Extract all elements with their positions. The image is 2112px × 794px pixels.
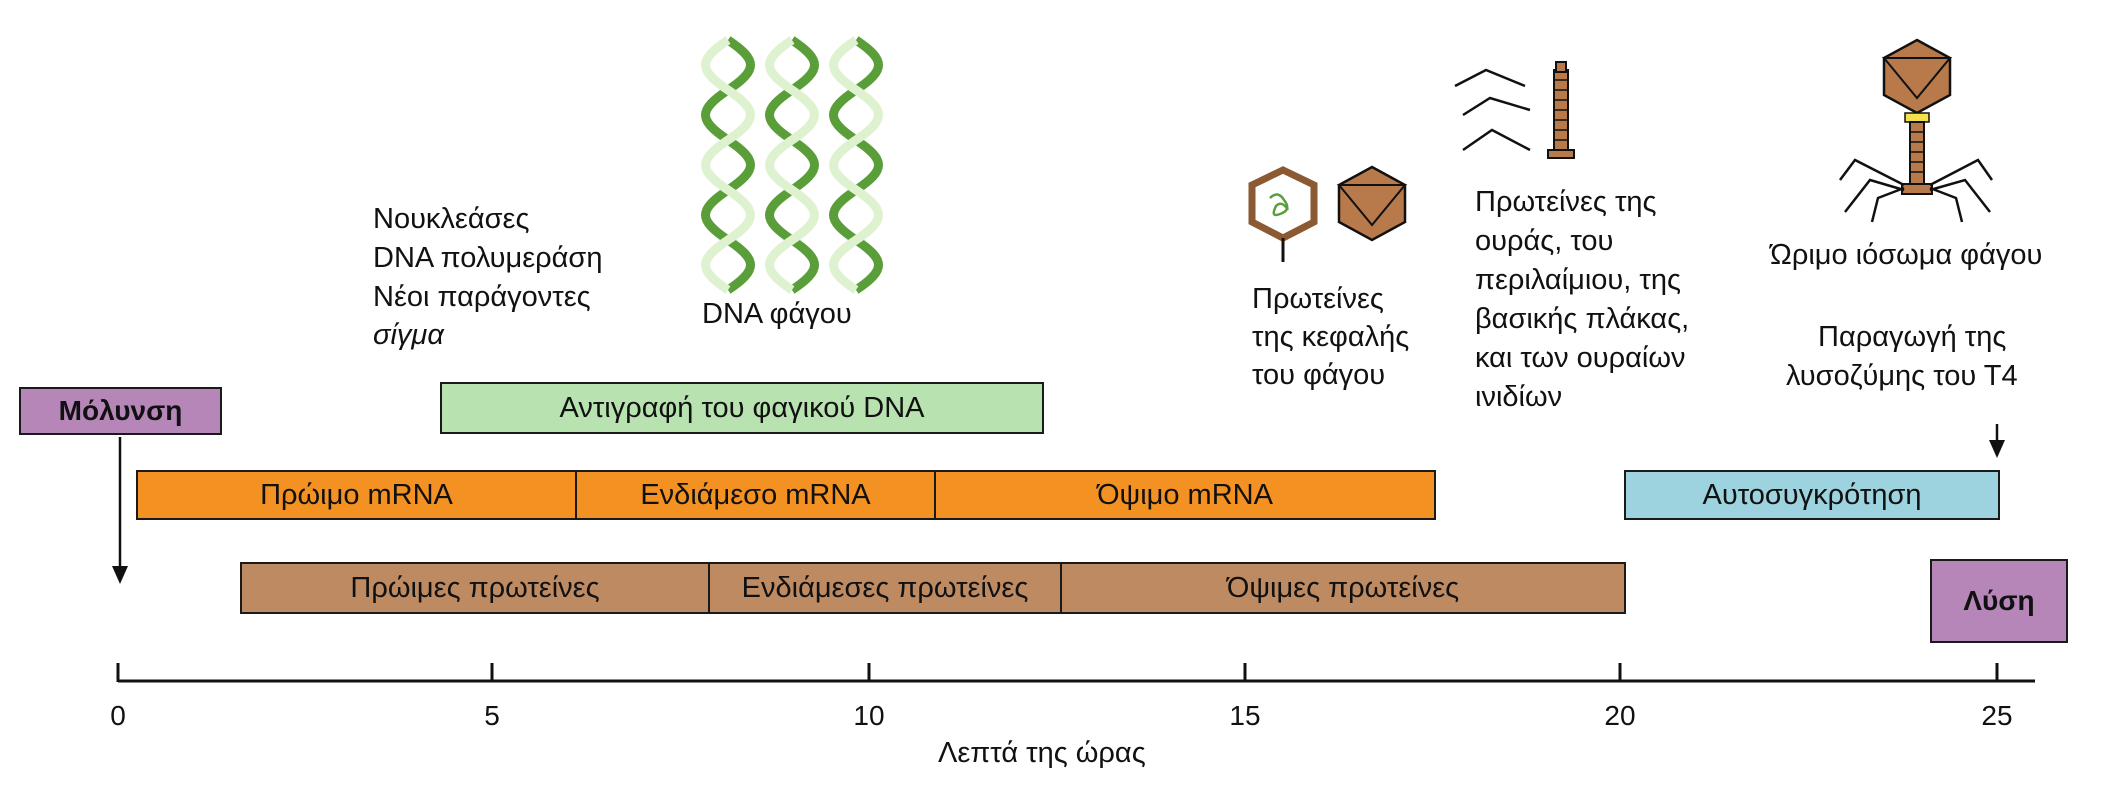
dna-replication-bar: Αντιγραφή του φαγικού DNA	[440, 382, 1044, 434]
tail-proteins-line-3: περιλαίμιου, της	[1475, 264, 1681, 296]
dna-helix-icon	[701, 36, 883, 294]
tick-label-5: 5	[484, 700, 500, 731]
tick-label-25: 25	[1981, 700, 2013, 731]
dna-replication-label: Αντιγραφή του φαγικού DNA	[559, 391, 925, 424]
head-proteins-line-1: Πρωτείνες	[1252, 283, 1384, 315]
dna-helix-2	[765, 36, 819, 294]
infection-box: Μόλυνση	[19, 387, 222, 435]
phage-dna-label: DNA φάγου	[702, 298, 852, 330]
late-proteins-label: Όψιμες πρωτείνες	[1226, 571, 1460, 604]
tick-label-15: 15	[1229, 700, 1261, 731]
early-mrna-bar: Πρώιμο mRNA	[136, 470, 577, 520]
tail-fibers-icon	[1454, 68, 1531, 152]
late-proteins-bar: Όψιμες πρωτείνες	[1060, 562, 1626, 614]
phage-capsid-icon	[1336, 165, 1408, 242]
middle-mrna-label: Ενδιάμεσο mRNA	[640, 478, 871, 511]
dna-helix-3	[829, 36, 883, 294]
time-axis	[116, 663, 2035, 683]
assembly-bar: Αυτοσυγκρότηση	[1624, 470, 2000, 520]
head-proteins-line-2: της κεφαλής	[1252, 321, 1410, 353]
early-proteins-bar: Πρώιμες πρωτείνες	[240, 562, 710, 614]
head-proteins-line-3: του φάγου	[1252, 359, 1386, 391]
lysis-box: Λύση	[1930, 559, 2068, 643]
early-proteins-label: Πρώιμες πρωτείνες	[350, 571, 600, 604]
late-mrna-label: Όψιμο mRNA	[1097, 478, 1273, 511]
early-mrna-label: Πρώιμο mRNA	[260, 478, 453, 511]
late-mrna-bar: Όψιμο mRNA	[934, 470, 1436, 520]
lysozyme-arrow	[1989, 424, 2005, 458]
phage-tail-icon	[1547, 61, 1575, 159]
lysozyme-line-2: λυσοζύμης του Τ4	[1786, 360, 2018, 392]
tail-proteins-line-5: και των ουραίων	[1475, 342, 1686, 374]
tail-proteins-line-6: ινιδίων	[1475, 381, 1563, 413]
tail-proteins-line-4: βασικής πλάκας,	[1475, 303, 1690, 335]
tick-label-10: 10	[853, 700, 885, 731]
enzyme-line-1: Νουκλεάσες	[373, 203, 530, 235]
lysis-label: Λύση	[1963, 585, 2035, 616]
enzyme-line-3: Νέοι παράγοντες	[373, 281, 591, 313]
dna-helix-1	[701, 36, 755, 294]
tail-proteins-line-2: ουράς, του	[1475, 225, 1614, 257]
middle-mrna-bar: Ενδιάμεσο mRNA	[575, 470, 936, 520]
middle-proteins-label: Ενδιάμεσες πρωτείνες	[741, 571, 1029, 604]
enzyme-line-2: DNA πολυμεράση	[373, 242, 603, 274]
tick-label-0: 0	[110, 700, 126, 731]
lysozyme-line-1: Παραγωγή της	[1818, 321, 2007, 353]
middle-proteins-bar: Ενδιάμεσες πρωτείνες	[708, 562, 1062, 614]
mature-phage-icon	[1839, 38, 1994, 223]
infection-arrow	[112, 437, 128, 584]
tick-label-20: 20	[1604, 700, 1636, 731]
assembly-label: Αυτοσυγκρότηση	[1702, 478, 1922, 511]
enzyme-line-4: σίγμα	[373, 319, 444, 351]
infection-label: Μόλυνση	[58, 395, 183, 426]
mature-virion-label: Ώριμο ιόσωμα φάγου	[1770, 239, 2043, 271]
axis-label: Λεπτά της ώρας	[938, 737, 1146, 769]
phage-head-with-dna-icon	[1248, 166, 1318, 262]
tail-proteins-line-1: Πρωτείνες της	[1475, 186, 1657, 218]
